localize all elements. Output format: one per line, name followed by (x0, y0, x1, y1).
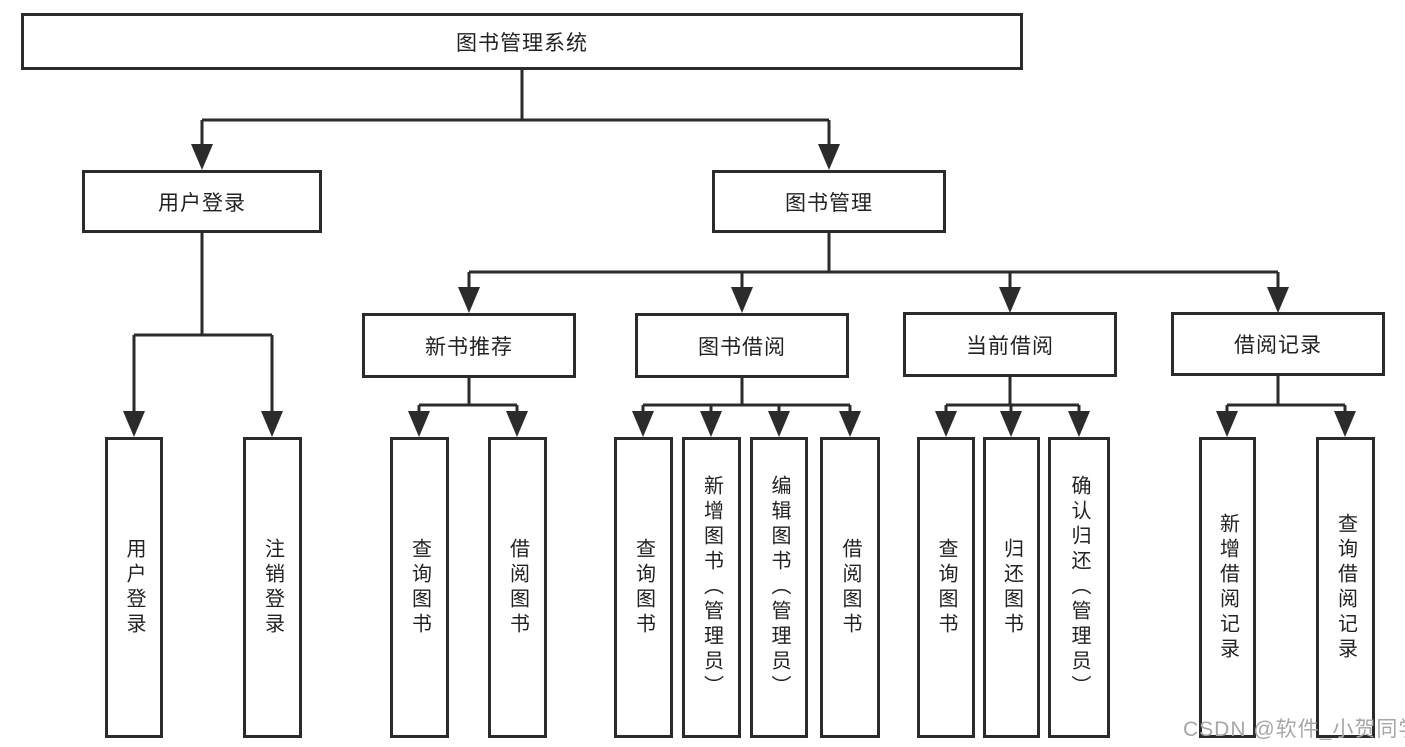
arrowhead (1068, 411, 1090, 437)
node-user-login-leaf: 用户登录 (105, 437, 163, 738)
arrowhead (818, 144, 840, 170)
arrowhead (506, 411, 528, 437)
arrowhead (731, 287, 753, 313)
node-borrowing-records: 借阅记录 (1171, 312, 1385, 376)
arrowhead (191, 144, 213, 170)
arrowhead (1334, 411, 1356, 437)
arrowhead (768, 411, 790, 437)
node-new-book-recommendation: 新书推荐 (362, 313, 576, 378)
node-add-book-admin: 新增图书（管理员） (682, 437, 741, 738)
node-query-borrow-record: 查询借阅记录 (1316, 437, 1375, 738)
node-query-books-current: 查询图书 (917, 437, 975, 738)
arrowhead (123, 411, 145, 437)
arrowheads (123, 144, 1356, 437)
arrowhead (935, 411, 957, 437)
node-borrow-books-recommend: 借阅图书 (488, 437, 547, 738)
arrowhead (700, 411, 722, 437)
node-logout-leaf: 注销登录 (243, 437, 302, 738)
node-library-management-system: 图书管理系统 (21, 13, 1023, 70)
arrowhead (999, 287, 1021, 313)
arrowhead (1267, 287, 1289, 313)
node-query-books-borrowing: 查询图书 (614, 437, 673, 738)
node-edit-book-admin: 编辑图书（管理员） (750, 437, 808, 738)
node-borrow-books-leaf: 借阅图书 (820, 437, 880, 738)
node-book-borrowing: 图书借阅 (635, 313, 849, 378)
node-confirm-return-admin: 确认归还（管理员） (1048, 437, 1110, 738)
node-user-login: 用户登录 (82, 170, 322, 233)
node-add-borrow-record: 新增借阅记录 (1199, 437, 1256, 738)
node-current-borrowing: 当前借阅 (903, 312, 1117, 377)
arrowhead (1216, 411, 1238, 437)
tree-edges (132, 70, 1347, 413)
node-return-books: 归还图书 (983, 437, 1040, 738)
arrowhead (408, 411, 430, 437)
node-query-books-recommend: 查询图书 (390, 437, 449, 738)
arrowhead (261, 411, 283, 437)
node-book-management: 图书管理 (712, 170, 946, 233)
arrowhead (632, 411, 654, 437)
watermark-text: CSDN @软件_小贺同学 (1183, 718, 1405, 741)
arrowhead (839, 411, 861, 437)
arrowhead (1000, 411, 1022, 437)
arrowhead (458, 287, 480, 313)
